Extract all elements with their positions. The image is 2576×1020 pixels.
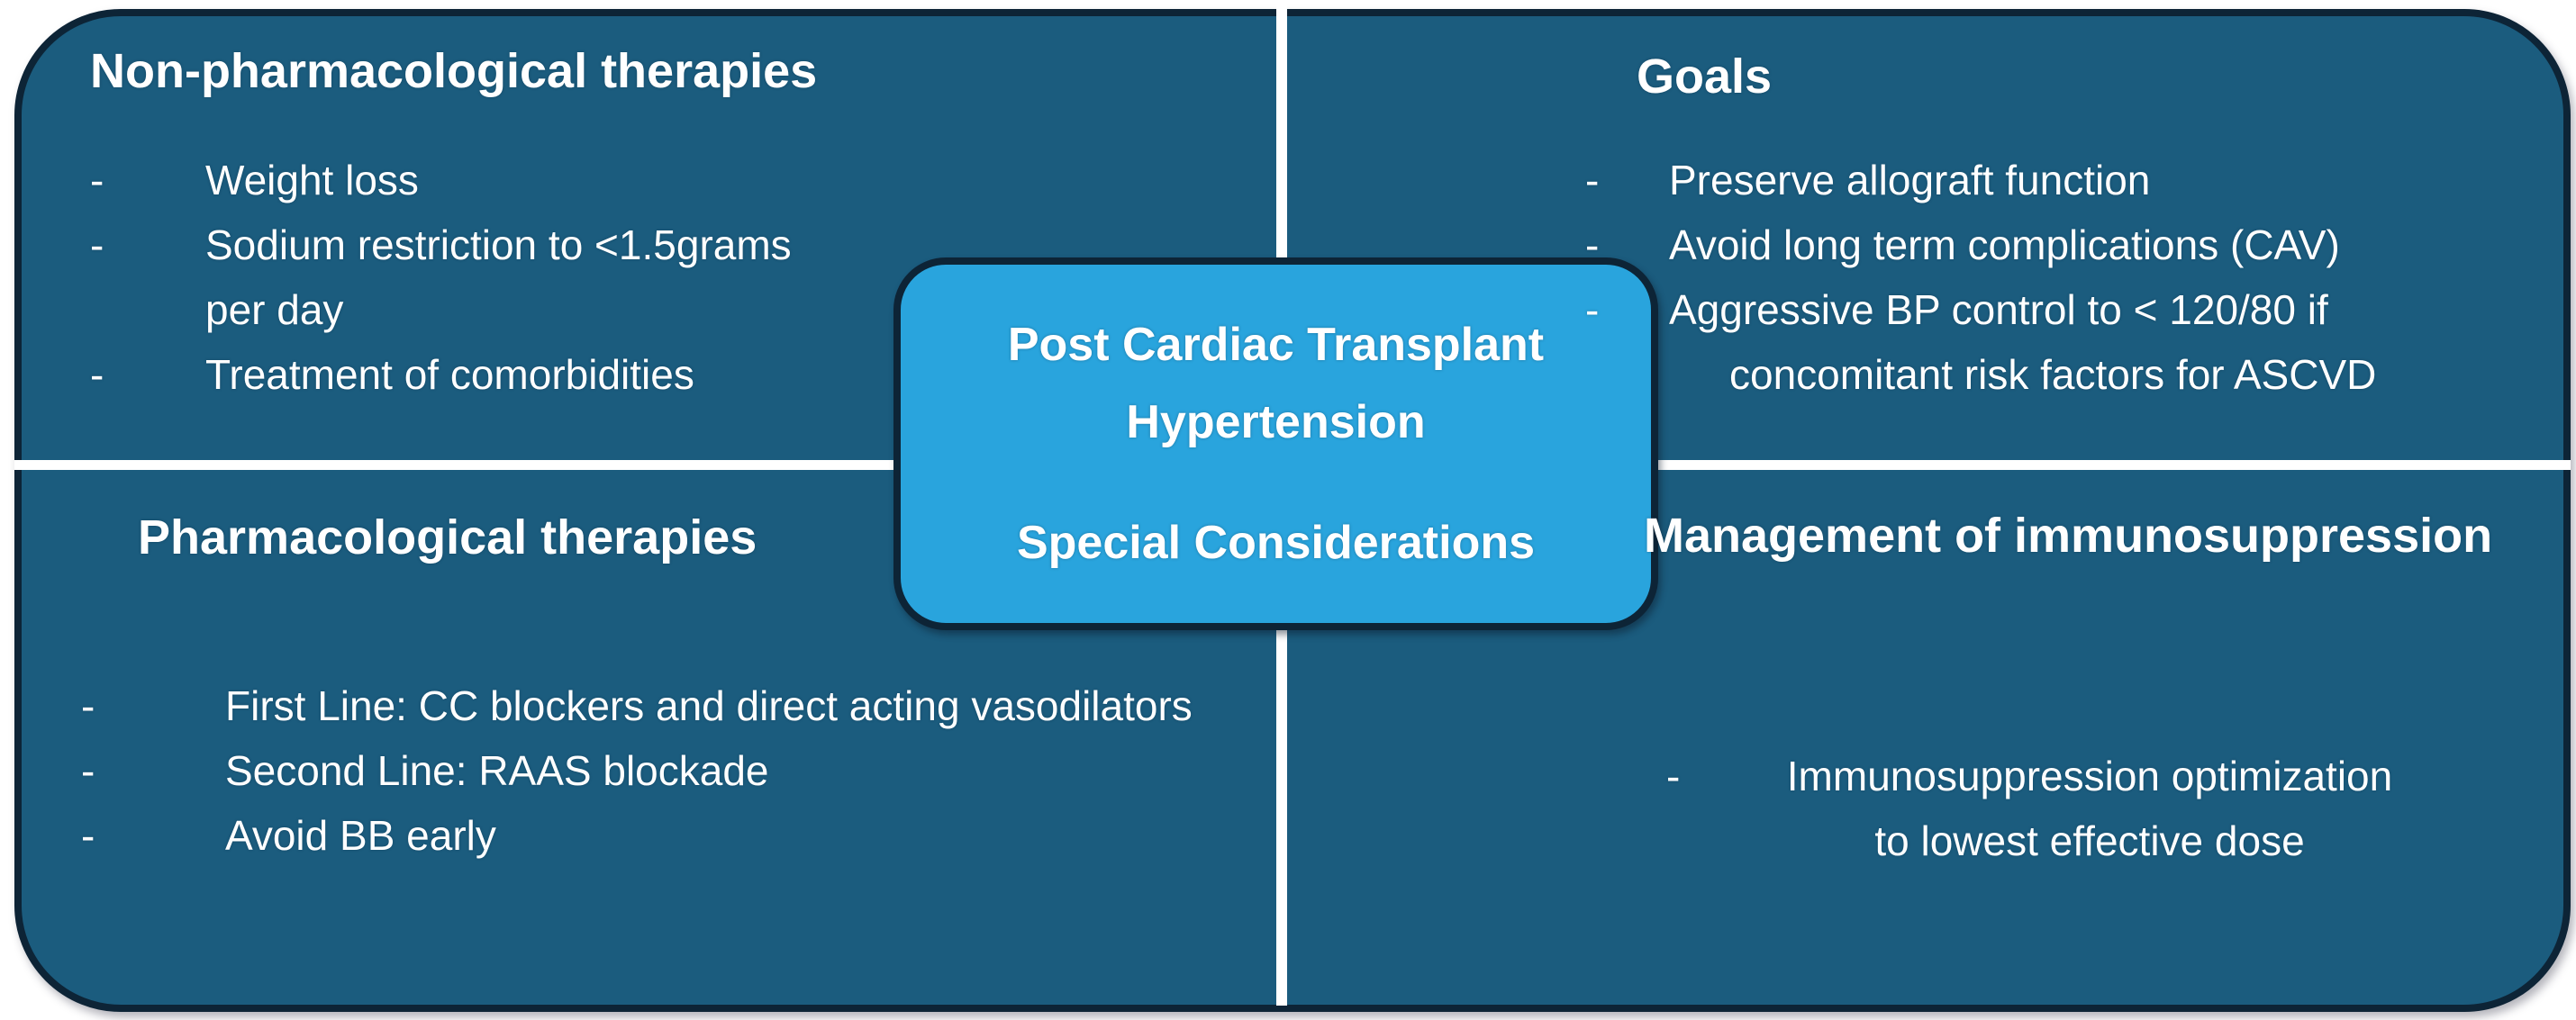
quadrant-title-pharmacological: Pharmacological therapies: [138, 510, 757, 564]
center-title-line: Post Cardiac Transplant: [1007, 319, 1545, 371]
list-item-line: Immunosuppression optimization: [1786, 753, 2393, 799]
list-item: - First Line: CC blockers and direct acti…: [81, 673, 1193, 738]
list-item-text: Treatment of comorbidities: [205, 342, 694, 407]
center-title-line: Hypertension: [1126, 396, 1426, 448]
center-title-box: Post Cardiac Transplant Hypertension Spe…: [893, 257, 1658, 630]
list-item: - Second Line: RAAS blockade: [81, 738, 1193, 803]
bullet-dash: -: [81, 682, 95, 729]
list-item-text: Preserve allograft function: [1669, 148, 2150, 212]
list-item-line: per day: [205, 286, 344, 333]
bullet-dash: -: [1585, 157, 1600, 203]
list-item-text: Avoid long term complications (CAV): [1669, 212, 2340, 277]
list-item-line: Treatment of comorbidities: [205, 351, 694, 398]
bullet-dash: -: [81, 747, 95, 794]
list-item-text: Aggressive BP control to < 120/80 if conc…: [1669, 277, 2376, 407]
list-item-line: Weight loss: [205, 157, 419, 203]
list-item-line: Avoid BB early: [225, 812, 496, 859]
list-item: - Treatment of comorbidities: [90, 342, 792, 407]
list-item-line: to lowest effective dose: [1874, 817, 2305, 864]
list-item-line: Sodium restriction to <1.5grams: [205, 221, 792, 268]
bullet-dash: -: [90, 157, 104, 203]
list-item-text: Second Line: RAAS blockade: [225, 738, 769, 803]
list-item-text: Weight loss: [205, 148, 419, 212]
immunosuppression-list: - Immunosuppression optimization to lowest…: [1666, 744, 2432, 873]
bullet-dash: -: [1585, 221, 1600, 268]
bullet-dash: -: [90, 221, 104, 268]
horizontal-divider-line-right: [1651, 460, 2571, 470]
list-item: - Avoid BB early: [81, 803, 1193, 868]
bullet-dash: -: [1666, 753, 1681, 799]
non-pharmacological-list: - Weight loss - Sodium restriction to <1.5g…: [90, 148, 792, 407]
list-item-text: Sodium restriction to <1.5grams per day: [205, 212, 792, 342]
list-item-line: Aggressive BP control to < 120/80 if: [1669, 286, 2328, 333]
list-item-line: Second Line: RAAS blockade: [225, 747, 769, 794]
list-item: - Aggressive BP control to < 120/80 if con…: [1585, 277, 2376, 407]
center-title-line: Special Considerations: [1016, 517, 1536, 569]
bullet-dash: -: [90, 351, 104, 398]
list-item-line: First Line: CC blockers and direct actin…: [225, 682, 1193, 729]
list-item-line: Preserve allograft function: [1669, 157, 2151, 203]
list-item-text: Immunosuppression optimization to lowest …: [1747, 744, 2432, 873]
goals-list: - Preserve allograft function - Avoid long …: [1585, 148, 2376, 407]
horizontal-divider-line-left: [14, 460, 897, 470]
list-item-text: First Line: CC blockers and direct actin…: [225, 673, 1193, 738]
bullet-dash: -: [1585, 286, 1600, 333]
list-item: - Immunosuppression optimization to lowest…: [1666, 744, 2432, 873]
quadrant-title-non-pharmacological: Non-pharmacological therapies: [90, 44, 818, 98]
list-item: - Preserve allograft function: [1585, 148, 2376, 212]
bullet-dash: -: [81, 812, 95, 859]
pharmacological-list: - First Line: CC blockers and direct acti…: [81, 673, 1193, 868]
list-item-line: Avoid long term complications (CAV): [1669, 221, 2340, 268]
list-item: - Sodium restriction to <1.5grams per day: [90, 212, 792, 342]
quadrant-title-immunosuppression: Management of immunosuppression: [1644, 509, 2493, 563]
list-item-text: Avoid BB early: [225, 803, 496, 868]
list-item: - Avoid long term complications (CAV): [1585, 212, 2376, 277]
quadrant-title-goals: Goals: [1637, 50, 1773, 104]
list-item-line: concomitant risk factors for ASCVD: [1729, 351, 2377, 398]
list-item: - Weight loss: [90, 148, 792, 212]
